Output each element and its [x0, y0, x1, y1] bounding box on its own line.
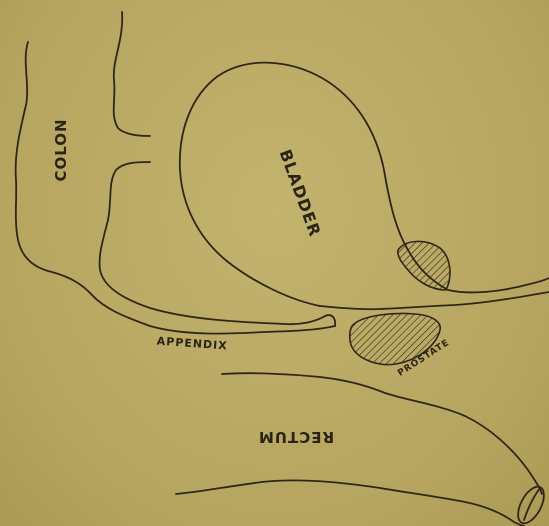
- urethra-lower-line: [320, 292, 549, 309]
- appendix-label: APPENDIX: [156, 335, 228, 353]
- rectum-label: RECTUM: [258, 428, 334, 446]
- colon-inner-wall-upper: [114, 12, 150, 136]
- colon-outer-wall: [16, 42, 335, 334]
- colon-label: COLON: [52, 118, 70, 181]
- bladder-label: BLADDER: [276, 147, 325, 240]
- appendix-tail: [325, 315, 335, 326]
- rectum-lower-wall: [176, 480, 524, 526]
- upper-hatched-gland: [398, 241, 450, 290]
- bladder-outline: [180, 63, 549, 306]
